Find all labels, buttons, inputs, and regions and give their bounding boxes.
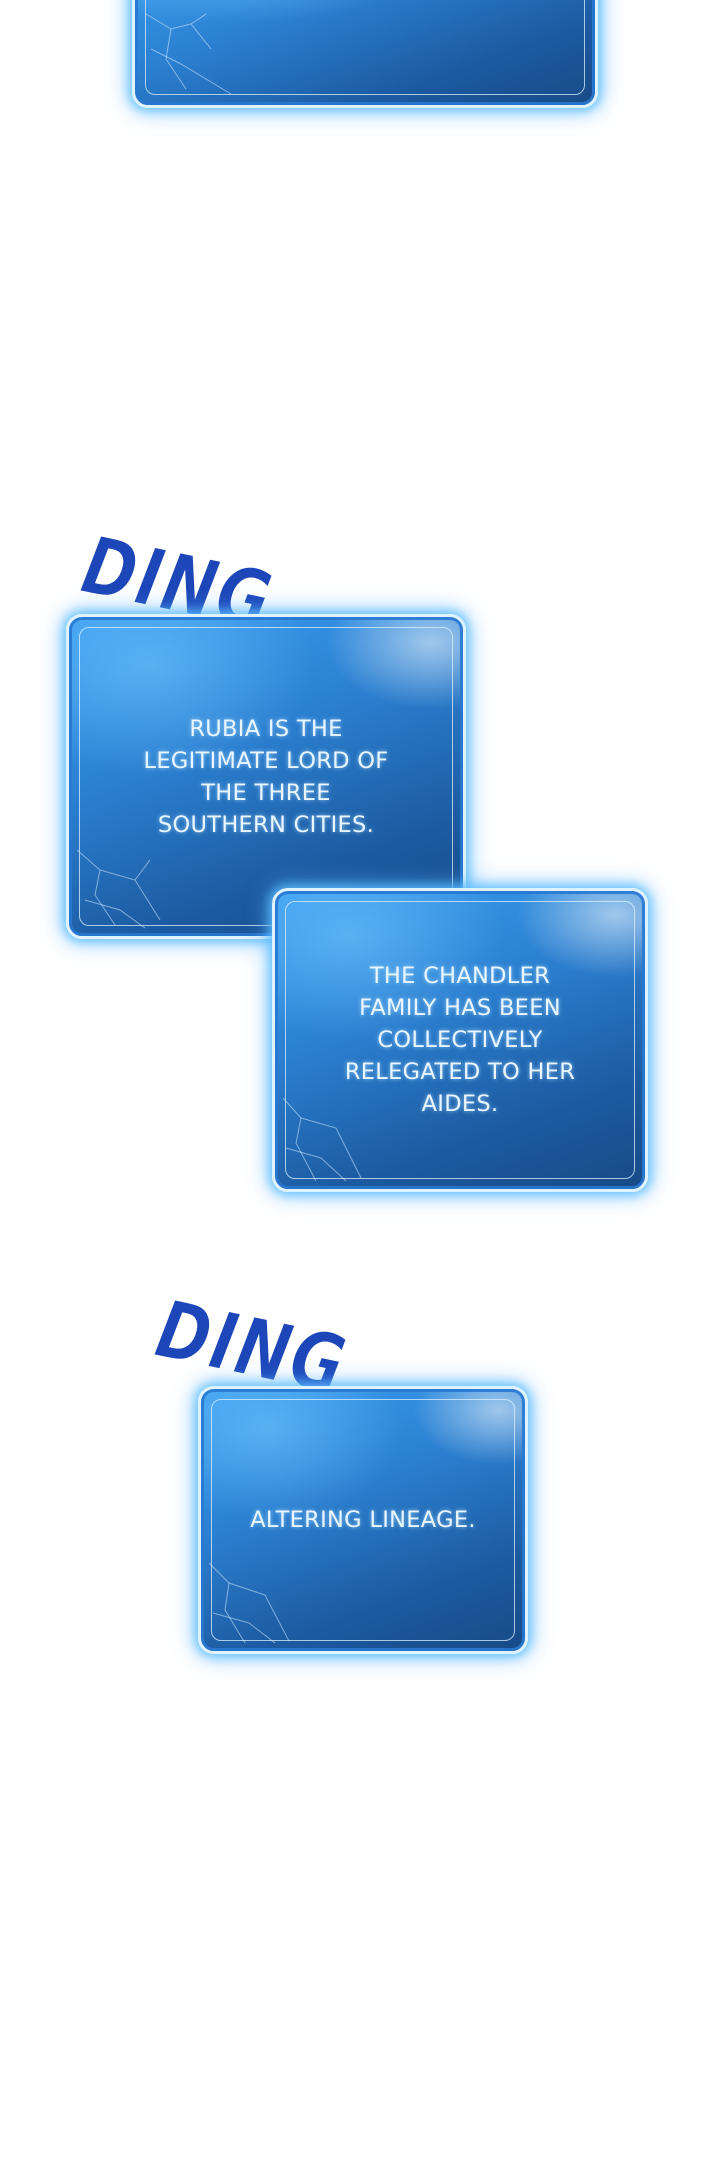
crack-pattern-icon [145, 13, 232, 95]
panel-message-rubia: RUBIA IS THE LEGITIMATE LORD OF THE THRE… [143, 715, 389, 838]
notification-panel-chandler: THE CHANDLER FAMILY HAS BEEN COLLECTIVEL… [272, 888, 648, 1192]
panel-inner-frame [145, 0, 585, 95]
panel-message-chandler: THE CHANDLER FAMILY HAS BEEN COLLECTIVEL… [344, 963, 576, 1117]
notification-panel-lineage: ALTERING LINEAGE. [198, 1386, 528, 1654]
panel-message-lineage: ALTERING LINEAGE. [250, 1507, 476, 1533]
notification-panel-top-partial [132, 0, 598, 108]
